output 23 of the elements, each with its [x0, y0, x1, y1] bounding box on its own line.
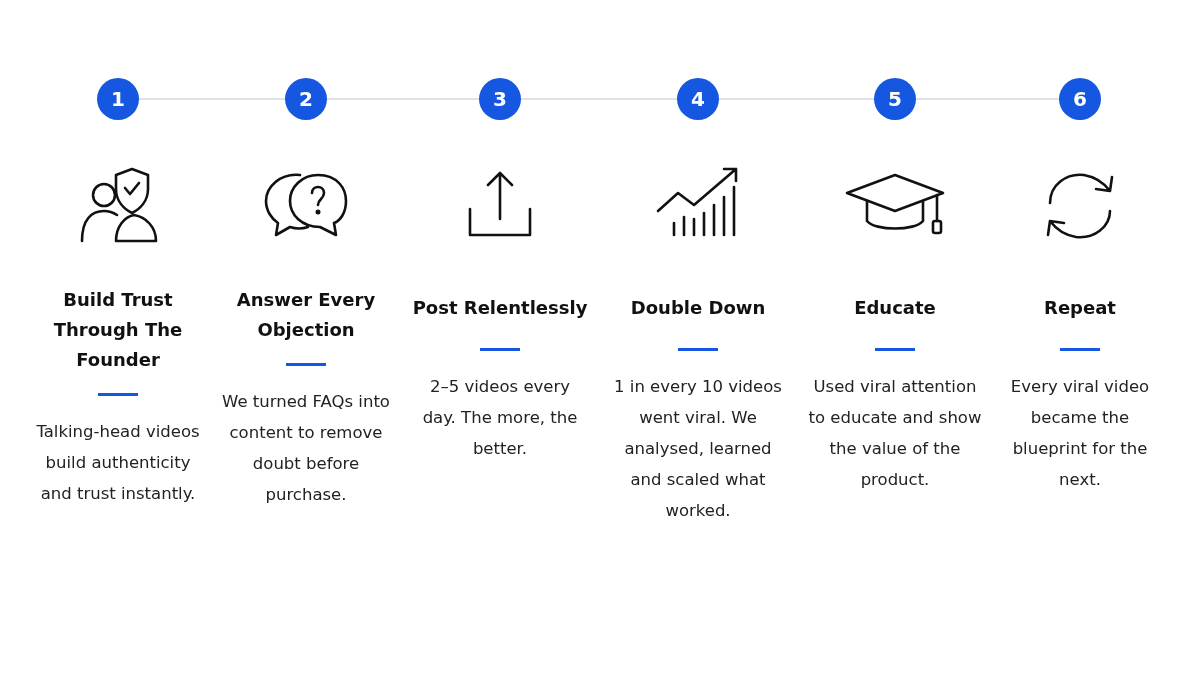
- step-description: Used viral attention to educate and show the value of the product.: [807, 376, 983, 491]
- step-description: Talking-head videos build authenticity and trust instantly.: [35, 421, 201, 505]
- step-description: Every viral video became the blueprint for the next.: [1009, 376, 1151, 491]
- step-number-circle: 6: [1059, 78, 1101, 120]
- step-title: Double Down: [630, 295, 766, 320]
- step-title: Repeat: [1044, 295, 1116, 320]
- step-title: Educate: [854, 295, 936, 320]
- step-title: Build Trust Through The Founder: [52, 288, 184, 372]
- step-title: Answer Every Objection: [235, 288, 377, 342]
- connector-line: [915, 98, 1060, 100]
- connector-line: [326, 98, 480, 100]
- step-description: We turned FAQs into content to remove doubt before purchase.: [221, 391, 391, 506]
- connector-line: [718, 98, 875, 100]
- step-number-circle: 3: [479, 78, 521, 120]
- step-description: 2–5 videos every day. The more, the better.: [421, 376, 579, 460]
- connector-line: [138, 98, 286, 100]
- step-number-circle: 1: [97, 78, 139, 120]
- step-number-circle: 4: [677, 78, 719, 120]
- step-title: Post Relentlessly: [412, 295, 588, 320]
- connector-line: [520, 98, 678, 100]
- step-description: 1 in every 10 videos went viral. We analysed, learned and scaled what worked.: [613, 376, 783, 522]
- step-number-circle: 5: [874, 78, 916, 120]
- step-number-circle: 2: [285, 78, 327, 120]
